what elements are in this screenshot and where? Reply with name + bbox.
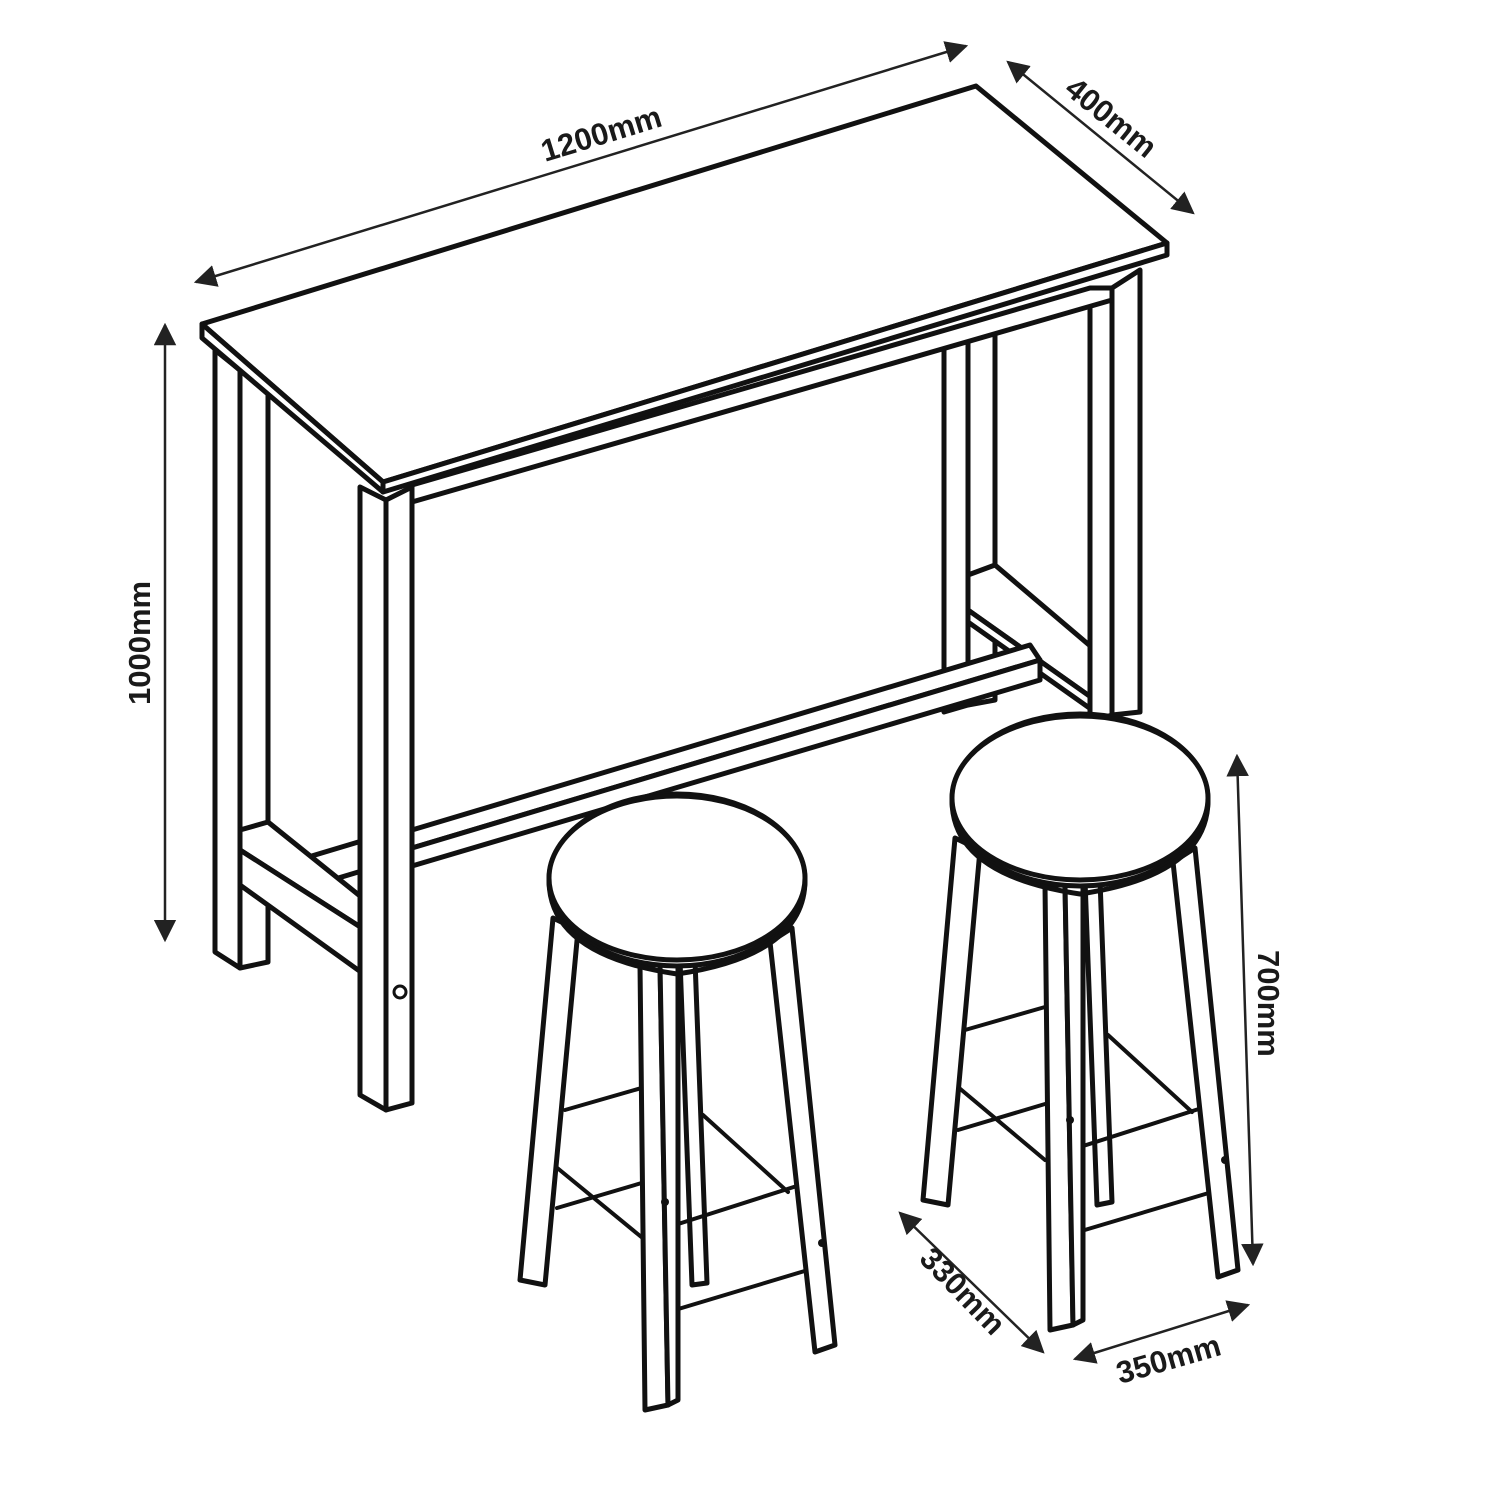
stool-right-leg-right bbox=[1170, 845, 1241, 1280]
stool-left-rung bbox=[673, 1183, 802, 1227]
stool-left-rung bbox=[555, 1180, 647, 1210]
bar-stool-right bbox=[920, 711, 1241, 1333]
label-stool-height: 700mm bbox=[1251, 950, 1286, 1057]
bar-stool-left bbox=[517, 791, 838, 1413]
table-top bbox=[199, 83, 1170, 495]
stool-right-leg-back bbox=[1082, 877, 1115, 1208]
screw-icon bbox=[1221, 1156, 1229, 1164]
label-stool-depth: 330mm bbox=[913, 1241, 1012, 1342]
stool-left-leg-back bbox=[677, 957, 710, 1288]
screw-hole-icon bbox=[392, 984, 408, 1000]
dimension-stool-depth: 330mm bbox=[898, 1211, 1045, 1354]
table-leg-front-left bbox=[357, 484, 415, 1113]
label-stool-width: 350mm bbox=[1112, 1328, 1224, 1391]
stool-right-rung bbox=[956, 1102, 1047, 1132]
stool-left-rung bbox=[563, 1085, 647, 1112]
stool-right-rung bbox=[963, 1005, 1047, 1032]
stool-right-rung bbox=[1076, 1190, 1214, 1234]
stool-left-leg-right bbox=[767, 925, 838, 1355]
table-leg-back-right bbox=[941, 323, 998, 715]
stool-left-rung bbox=[673, 1268, 810, 1312]
screw-icon bbox=[661, 1198, 669, 1206]
stool-left-rung bbox=[548, 1160, 647, 1242]
screw-icon bbox=[1066, 1116, 1074, 1124]
stool-right-rung bbox=[950, 1080, 1047, 1162]
label-table-height: 1000mm bbox=[122, 581, 157, 705]
stool-left-leg-left bbox=[517, 915, 581, 1288]
table-leg-front-right bbox=[1087, 267, 1143, 725]
stool-left-rung bbox=[701, 1113, 790, 1194]
dimension-stool-height: 700mm bbox=[1226, 753, 1286, 1267]
stool-right-rung bbox=[1106, 1033, 1194, 1114]
dimension-stool-width: 350mm bbox=[1072, 1300, 1251, 1391]
screw-icon bbox=[818, 1239, 826, 1247]
dimension-table-height: 1000mm bbox=[122, 322, 177, 943]
stool-right-rung bbox=[1078, 1105, 1207, 1149]
stool-right-leg-left bbox=[920, 835, 983, 1208]
